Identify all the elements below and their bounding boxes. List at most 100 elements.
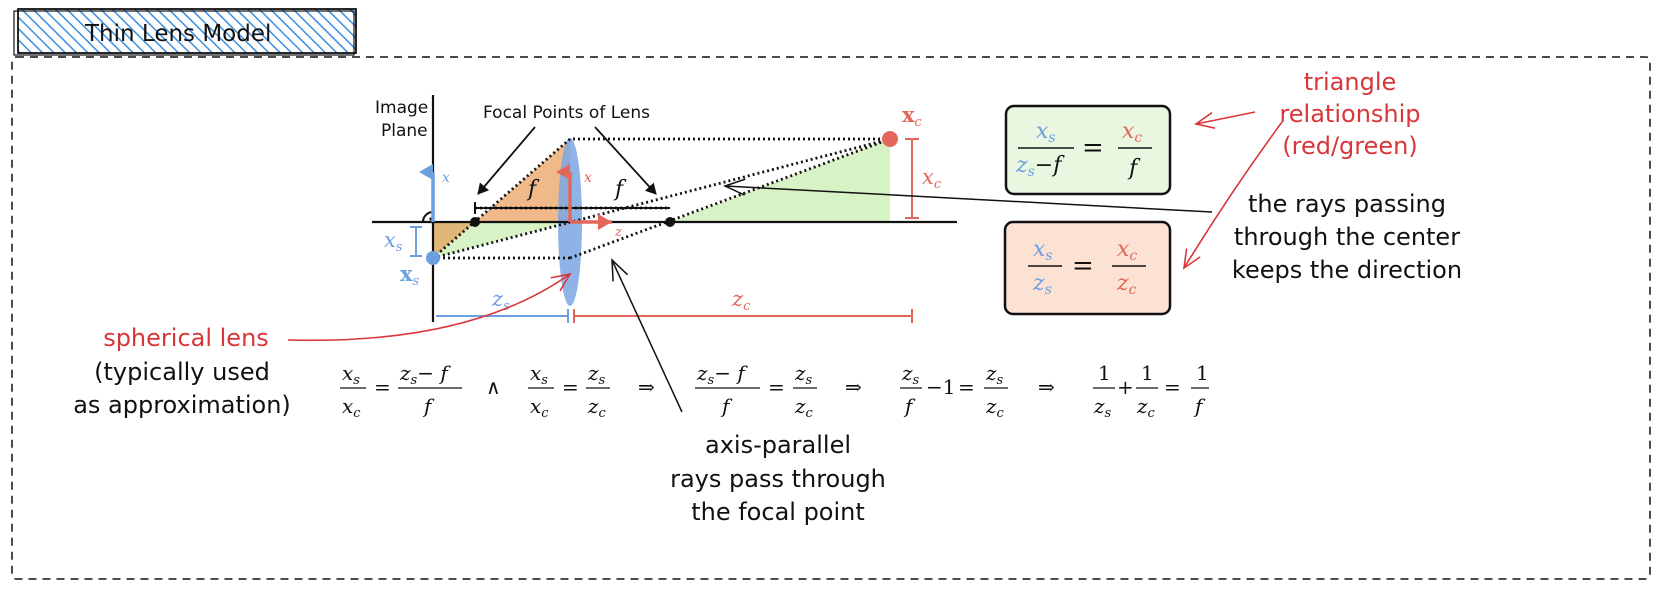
svg-text:zc: zc: [587, 394, 607, 421]
svg-text:zs: zs: [1093, 394, 1112, 421]
zs-dimension: [436, 309, 569, 323]
derivation: xs xc = zs− f f ∧ xs xc = zs zc ⇒ zs− f …: [340, 361, 1209, 421]
svg-text:=: =: [1072, 251, 1094, 281]
svg-text:xc: xc: [1122, 119, 1142, 146]
lens-annotation-line2: (typically used: [94, 358, 270, 386]
axis-annotation-line2: rays pass through: [670, 465, 886, 493]
svg-text:=: =: [768, 375, 785, 399]
svg-text:zs: zs: [794, 361, 813, 388]
xs-italic-label: xs: [384, 228, 403, 255]
page-title: Thin Lens Model: [84, 21, 271, 47]
derivation-term-2: xs xc = zs zc: [528, 361, 610, 421]
image-point: [426, 251, 440, 265]
rays-annotation-line2: through the center: [1234, 223, 1460, 251]
rays-arrow: [725, 186, 1213, 213]
object-point: [882, 131, 898, 147]
focal-pointer-right: [594, 126, 657, 195]
implies-symbol-2: ⇒: [845, 375, 862, 399]
svg-text:zs: zs: [901, 361, 920, 388]
lens-annotation-line3: as approximation): [73, 391, 291, 419]
svg-text:zs: zs: [1032, 271, 1052, 298]
lens-arrow: [287, 274, 570, 342]
and-symbol: ∧: [486, 375, 501, 399]
svg-text:zc: zc: [1116, 271, 1137, 298]
svg-text:=: =: [1082, 133, 1104, 163]
svg-text:f: f: [422, 394, 435, 418]
triangle-annotation-line3: (red/green): [1282, 132, 1417, 160]
zs-label: zs: [491, 287, 510, 314]
svg-text:xs: xs: [1036, 119, 1056, 146]
axis-arrow: [612, 260, 683, 413]
light-rays: [432, 137, 891, 260]
axis-annotation-line1: axis-parallel: [705, 431, 851, 459]
equation-box-orange: xs zs = xc zc: [1003, 220, 1172, 316]
image-plane-label-line1: Image: [375, 98, 428, 118]
svg-text:zc: zc: [985, 394, 1005, 421]
svg-text:1: 1: [1141, 361, 1154, 385]
lens-annotation-line1: spherical lens: [103, 324, 269, 352]
focal-point-right: [665, 217, 675, 227]
derivation-term-5: 1 zs + 1 zc = 1 f: [1093, 361, 1209, 421]
xs-bracket: [410, 226, 422, 257]
triangle-annotation-line2: relationship: [1279, 100, 1420, 128]
implies-symbol-1: ⇒: [638, 375, 655, 399]
triangle-annotation: triangle relationship (red/green): [1279, 68, 1420, 160]
svg-text:xs: xs: [530, 361, 548, 388]
svg-text:zc: zc: [1136, 394, 1156, 421]
svg-text:zs− f: zs− f: [696, 361, 748, 388]
focal-points-label: Focal Points of Lens: [483, 103, 650, 123]
zc-label: zc: [731, 287, 751, 314]
triangle-arrow-to-box2: [1184, 121, 1283, 268]
svg-text:=: =: [562, 375, 579, 399]
svg-text:xc: xc: [342, 394, 361, 421]
axis-annotation: axis-parallel rays pass through the foca…: [670, 431, 886, 526]
axis-annotation-line3: the focal point: [691, 498, 865, 526]
svg-text:1: 1: [1098, 361, 1111, 385]
svg-text:=: =: [958, 375, 975, 399]
derivation-term-3: zs− f f = zs zc: [695, 361, 817, 421]
svg-text:zc: zc: [794, 394, 814, 421]
image-x-axis-label: x: [442, 170, 450, 186]
derivation-term-4: zs f −1 = zs zc: [900, 361, 1008, 421]
lens-diagram: f f x x z xs xs xc xc: [372, 95, 957, 323]
focal-point-left: [470, 217, 480, 227]
svg-text:f: f: [720, 394, 733, 418]
focal-pointer-left: [477, 126, 536, 195]
xs-bold-label: xs: [400, 261, 420, 289]
title-tab: Thin Lens Model: [13, 8, 357, 56]
lens-annotation: spherical lens (typically used as approx…: [73, 324, 291, 419]
rays-annotation: the rays passing through the center keep…: [1232, 190, 1462, 284]
svg-text:zs: zs: [587, 361, 606, 388]
triangle-annotation-line1: triangle: [1304, 68, 1397, 96]
triangle-arrow-to-box1: [1196, 111, 1256, 124]
svg-text:+: +: [1117, 375, 1134, 399]
image-plane-label-line2: Plane: [381, 121, 428, 141]
svg-text:=: =: [374, 375, 391, 399]
derivation-term-1: xs xc = zs− f f: [340, 361, 462, 421]
xc-italic-label: xc: [922, 165, 942, 192]
outer-frame: [11, 56, 1651, 580]
implies-symbol-3: ⇒: [1038, 375, 1055, 399]
svg-text:f: f: [1193, 394, 1206, 418]
rays-annotation-line1: the rays passing: [1248, 190, 1446, 218]
zc-dimension: [573, 309, 913, 323]
svg-text:−1: −1: [926, 375, 955, 399]
svg-text:=: =: [1164, 375, 1181, 399]
svg-text:xc: xc: [530, 394, 549, 421]
orange-small-triangle: [433, 222, 475, 258]
svg-text:xc: xc: [1117, 237, 1137, 264]
equation-box-green: xs zs−f = xc f: [1004, 104, 1172, 196]
svg-text:xs: xs: [342, 361, 360, 388]
svg-text:f: f: [903, 394, 916, 418]
rays-annotation-line3: keeps the direction: [1232, 256, 1462, 284]
f-label-right: f: [613, 177, 627, 202]
xc-bold-label: xc: [902, 102, 923, 130]
svg-text:zs−f: zs−f: [1015, 153, 1065, 180]
svg-text:xs: xs: [1033, 237, 1053, 264]
camera-z-axis-label: z: [614, 225, 622, 240]
svg-text:zs: zs: [985, 361, 1004, 388]
svg-text:zs− f: zs− f: [399, 361, 451, 388]
svg-text:1: 1: [1196, 361, 1209, 385]
